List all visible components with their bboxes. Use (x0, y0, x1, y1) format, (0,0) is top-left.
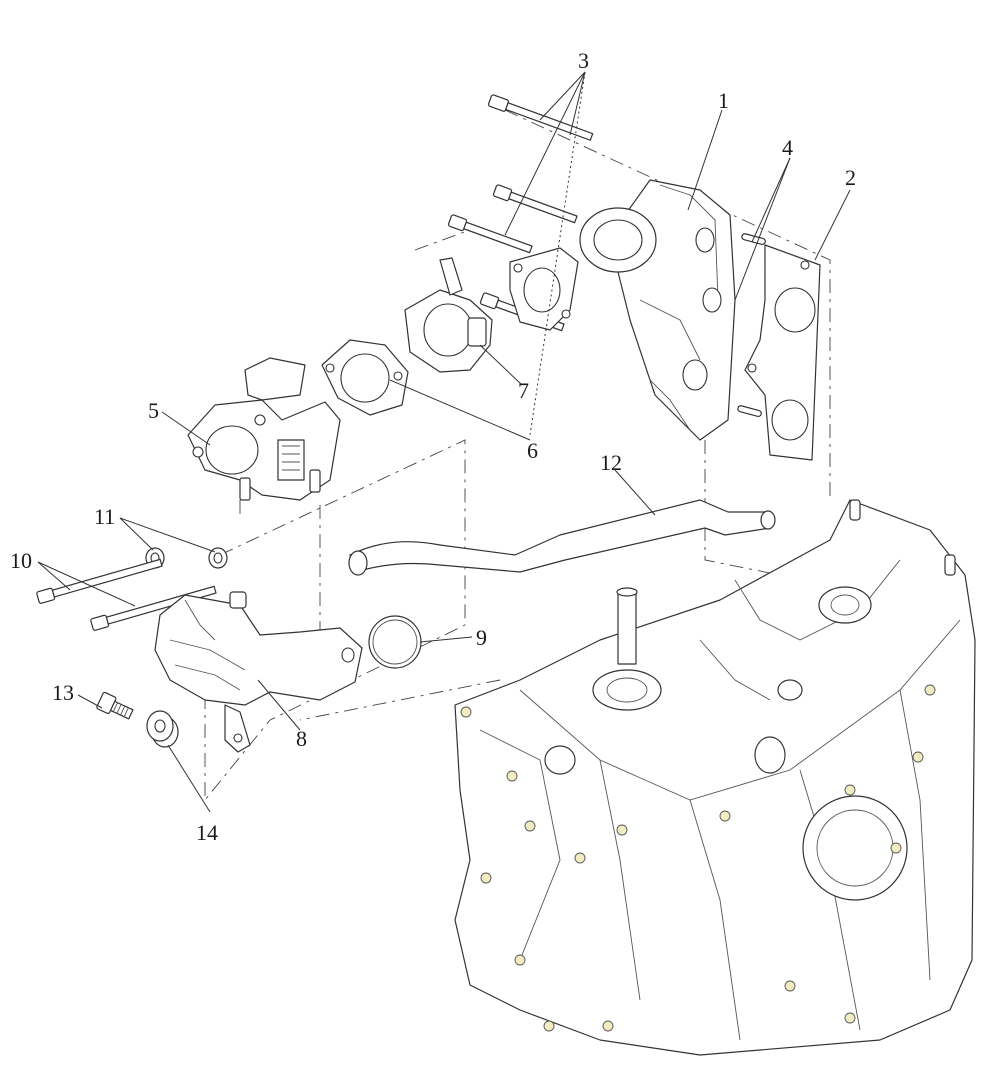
callout-5: 5 (148, 398, 159, 423)
assembly-centerlines (204, 109, 831, 802)
part-14-grommet (146, 710, 179, 748)
callout-3: 3 (578, 48, 589, 73)
callout-7: 7 (518, 378, 529, 403)
part-6-gasket (321, 339, 409, 416)
part-9-o-ring (368, 615, 422, 669)
part-2-gasket (744, 244, 821, 461)
callout-14: 14 (196, 820, 218, 845)
part-13-screw (96, 691, 134, 720)
upper-flange-gasket (509, 247, 579, 331)
callout-labels: 1 2 3 4 5 6 7 8 9 10 11 12 13 14 (10, 48, 856, 845)
callout-2: 2 (845, 165, 856, 190)
callout-13: 13 (52, 680, 74, 705)
part-1-housing (579, 179, 736, 441)
callout-1: 1 (718, 88, 729, 113)
callout-8: 8 (296, 726, 307, 751)
callout-4: 4 (782, 135, 793, 160)
callout-12: 12 (600, 450, 622, 475)
part-8-intake-elbow (154, 591, 363, 753)
part-5-throttle-body (187, 357, 341, 501)
engine-block (454, 499, 976, 1056)
part-12-hose (348, 499, 776, 576)
callout-10: 10 (10, 548, 32, 573)
callout-6: 6 (527, 438, 538, 463)
callout-11: 11 (94, 504, 115, 529)
callout-9: 9 (476, 625, 487, 650)
leader-lines (37, 71, 851, 813)
part-3-bolts (447, 94, 594, 332)
part-7-adapter (404, 257, 493, 373)
